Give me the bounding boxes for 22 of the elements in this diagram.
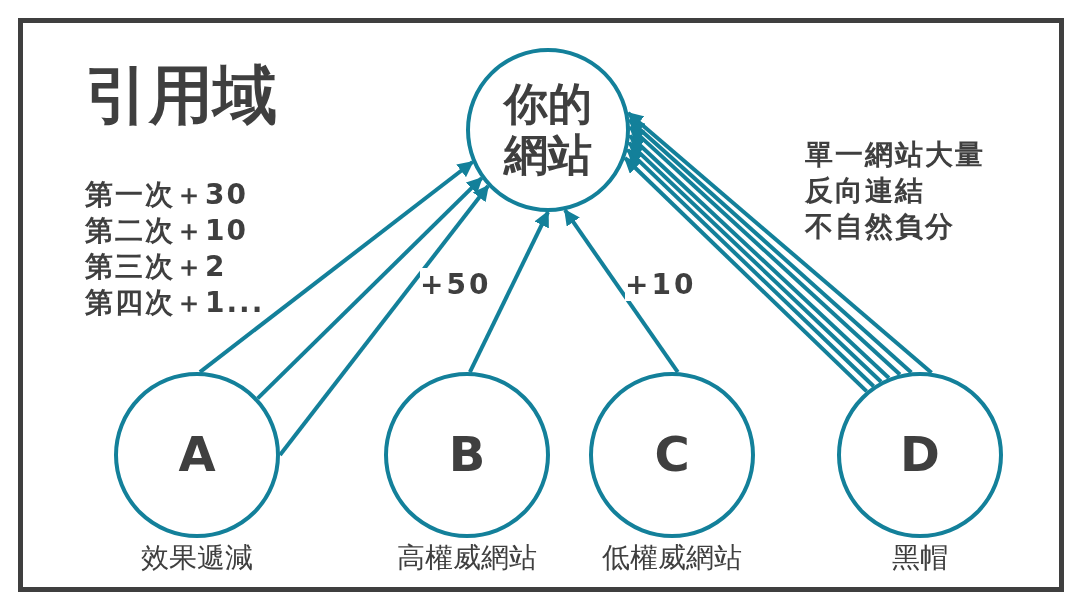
note-text: 第二次＋10 xyxy=(85,214,248,248)
site-circle: C xyxy=(589,372,755,538)
circle-caption: 高權威網站 xyxy=(396,542,538,574)
site-circle: D xyxy=(837,372,1003,538)
note-text: 第四次＋1... xyxy=(85,286,265,320)
circle-caption: 低權威網站 xyxy=(601,542,743,574)
arrow xyxy=(198,160,474,374)
arrow xyxy=(256,176,484,400)
note-text: 第一次＋30 xyxy=(85,178,248,212)
circle-caption: 黑帽 xyxy=(891,542,949,574)
arrow xyxy=(278,184,490,457)
arrow xyxy=(563,208,680,374)
arrow xyxy=(468,210,550,373)
title: 引用域 xyxy=(85,57,277,134)
note-text: 第三次＋2 xyxy=(85,250,227,284)
target-circle: 你的網站 xyxy=(466,48,630,212)
circle-caption: 效果遞減 xyxy=(140,542,254,574)
note-text: 反向連結 xyxy=(805,174,925,208)
note-text: 不自然負分 xyxy=(805,210,955,244)
site-circle: B xyxy=(384,372,550,538)
note-text: 單一網站大量 xyxy=(805,138,985,172)
site-circle: A xyxy=(114,372,280,538)
